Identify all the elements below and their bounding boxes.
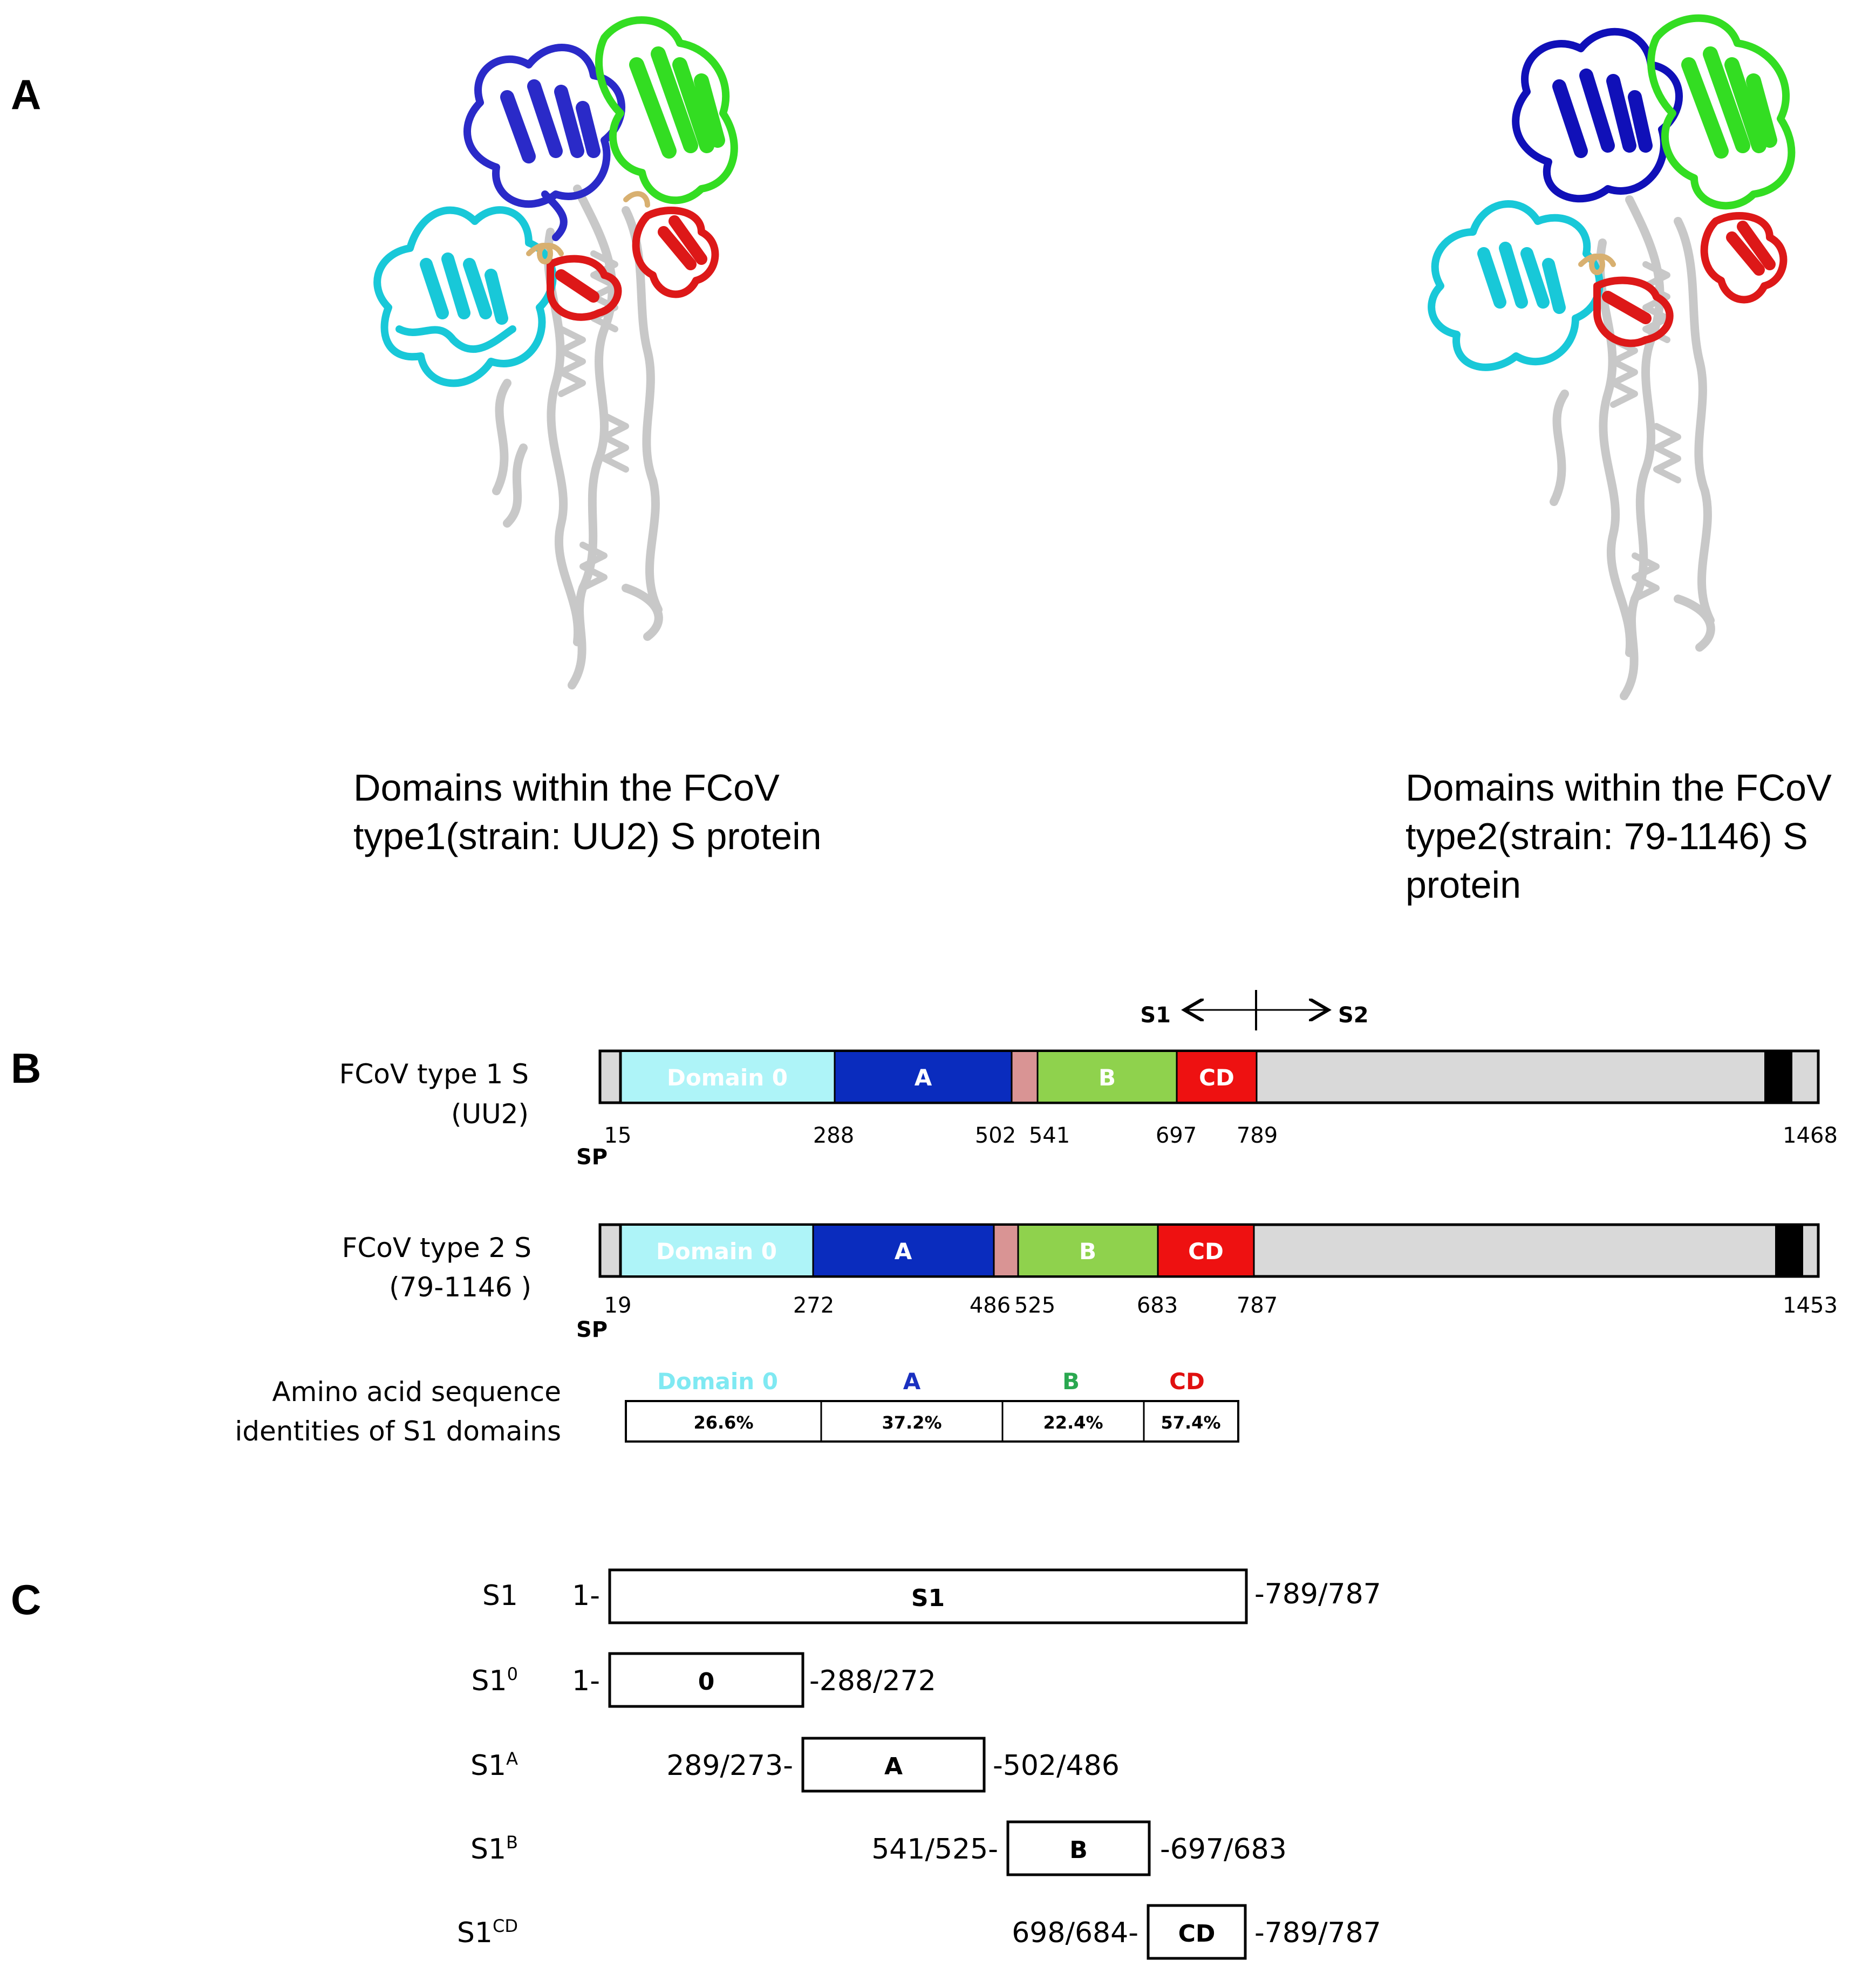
type2-tm-segment <box>1775 1226 1803 1275</box>
identity-header-a: A <box>903 1368 921 1395</box>
type1-domainA-segment <box>835 1052 1012 1102</box>
type1-domainA-label: A <box>915 1064 932 1091</box>
type2-domainB-label: B <box>1079 1238 1096 1265</box>
panel-b-label: B <box>11 1044 42 1092</box>
cleavage-site-marker: S1 S2 <box>1140 990 1369 1030</box>
fcov-type2-spike-structure <box>1428 14 1796 700</box>
fcov-type1-spike-structure <box>373 16 738 689</box>
type1-domainB-segment <box>1038 1052 1177 1102</box>
type2-domainB-segment <box>1018 1226 1158 1275</box>
caption-type1-line1: Domains within the FCoV <box>353 767 780 809</box>
type2-domainB-structure <box>1647 14 1796 210</box>
identity-value-b: 22.4% <box>1043 1412 1103 1433</box>
type2-positions: 19 272 486 525 683 787 1453 <box>604 1293 1838 1318</box>
type2-domain0-segment <box>620 1226 813 1275</box>
type1-linker-segment <box>1012 1052 1038 1102</box>
type2-domainCD-structure <box>1593 212 1788 347</box>
type2-domain0-label: Domain 0 <box>656 1238 777 1265</box>
type1-pos-697: 697 <box>1156 1123 1197 1148</box>
type2-domainCD-segment <box>1158 1226 1254 1275</box>
type2-domainA-label: A <box>895 1238 912 1265</box>
identity-header-cd: CD <box>1169 1368 1205 1395</box>
caption-type2-line3: protein <box>1406 864 1522 906</box>
type1-domainCD-segment <box>1177 1052 1257 1102</box>
type2-pos-1453: 1453 <box>1783 1293 1838 1318</box>
type2-name-line1: FCoV type 2 S <box>342 1232 531 1263</box>
type1-pos-541: 541 <box>1029 1123 1070 1148</box>
type2-pos-787: 787 <box>1237 1293 1278 1318</box>
type1-domainCD-label: CD <box>1199 1064 1234 1091</box>
type2-name-line2: (79-1146 ) <box>389 1272 531 1303</box>
type1-pos-1468: 1468 <box>1783 1123 1838 1148</box>
type2-domainA-segment <box>813 1226 994 1275</box>
type2-linker-segment <box>994 1226 1018 1275</box>
type2-helix-structure <box>1578 254 1616 275</box>
type2-bar: Domain 0 A B CD <box>598 1223 1820 1278</box>
type2-pos-683: 683 <box>1137 1293 1178 1318</box>
type1-sp-label: SP <box>576 1145 608 1170</box>
type2-pos-525: 525 <box>1014 1293 1055 1318</box>
type1-name-line1: FCoV type 1 S <box>339 1058 529 1090</box>
type1-name-line2: (UU2) <box>451 1098 529 1130</box>
type1-pos-288: 288 <box>813 1123 854 1148</box>
type1-pos-502: 502 <box>975 1123 1016 1148</box>
type2-pos-272: 272 <box>793 1293 834 1318</box>
type2-sp-label: SP <box>576 1317 608 1342</box>
type2-pos-486: 486 <box>970 1293 1011 1318</box>
type1-pos-789: 789 <box>1237 1123 1278 1148</box>
type1-domainB-structure <box>595 16 738 204</box>
type1-pos-15: 15 <box>604 1123 632 1148</box>
type1-helix-structure <box>526 191 650 264</box>
type2-pos-19: 19 <box>604 1293 632 1318</box>
caption-type2-line2: type2(strain: 79-1146) S <box>1406 815 1808 857</box>
caption-type1: Domains within the FCoV type1(strain: UU… <box>353 763 822 860</box>
caption-type2-line1: Domains within the FCoV <box>1406 767 1832 809</box>
cleavage-s1-label: S1 <box>1140 1003 1171 1028</box>
type2-domainCD-label: CD <box>1188 1238 1224 1265</box>
identity-value-domain0: 26.6% <box>693 1412 753 1433</box>
caption-type2: Domains within the FCoV type2(strain: 79… <box>1406 763 1832 909</box>
type1-domainB-label: B <box>1099 1064 1116 1091</box>
identity-value-cd: 57.4% <box>1161 1412 1220 1433</box>
cleavage-s2-label: S2 <box>1338 1003 1369 1028</box>
caption-type1-line2: type1(strain: UU2) S protein <box>353 815 822 857</box>
identity-header-domain0: Domain 0 <box>657 1368 778 1395</box>
identity-label-line1: Amino acid sequence <box>272 1376 561 1408</box>
type1-domainCD-structure <box>547 207 719 321</box>
type1-tm-segment <box>1764 1052 1792 1102</box>
identity-header-b: B <box>1062 1368 1080 1395</box>
type1-positions: 15 288 502 541 697 789 1468 <box>604 1123 1838 1148</box>
type2-s2-stalk <box>1550 195 1715 700</box>
panel-a-label: A <box>11 71 42 118</box>
identity-label-line2: identities of S1 domains <box>235 1416 561 1447</box>
type1-domain0-label: Domain 0 <box>667 1064 788 1091</box>
type1-domainA-structure <box>463 44 625 241</box>
identity-table: Domain 0 A B CD 26.6% 37.2% 22.4% 57.4% <box>625 1368 1239 1443</box>
type1-domain0-segment <box>620 1052 835 1102</box>
panel-c-label: C <box>11 1576 42 1623</box>
type1-bar: Domain 0 A B CD <box>598 1049 1820 1104</box>
identity-value-a: 37.2% <box>882 1412 942 1433</box>
